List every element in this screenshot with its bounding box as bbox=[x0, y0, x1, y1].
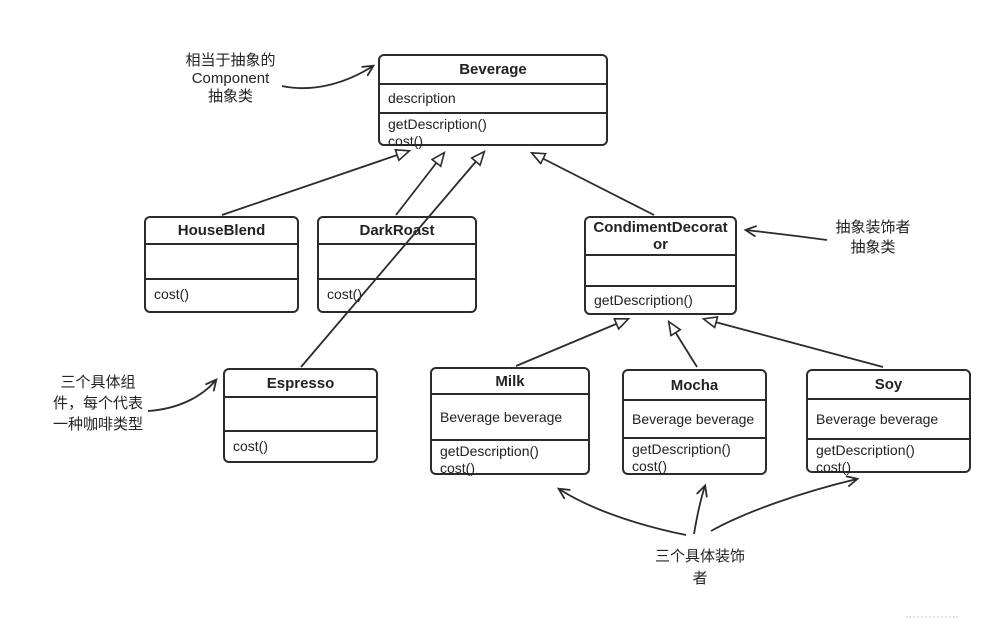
note-arrow-abstract-decorator-condimentdecorator bbox=[743, 225, 828, 241]
class-methods: getDescription() cost() bbox=[432, 439, 588, 477]
note-line: 抽象类 bbox=[850, 239, 896, 256]
class-methods: getDescription() cost() bbox=[380, 112, 606, 150]
method: cost() bbox=[233, 438, 268, 454]
note-arrow-concrete-decorators-milk bbox=[556, 487, 687, 536]
method: cost() bbox=[388, 133, 423, 149]
method: cost() bbox=[632, 458, 667, 474]
class-box-beverage: Beverage description getDescription() co… bbox=[378, 54, 608, 149]
class-box-milk: Milk Beverage beverage getDescription() … bbox=[430, 367, 590, 477]
class-title: CondimentDecorator bbox=[593, 219, 728, 253]
class-attributes: Beverage beverage bbox=[432, 393, 588, 439]
class-box-houseblend: HouseBlend cost() bbox=[144, 216, 299, 313]
method: getDescription() bbox=[594, 292, 693, 308]
class-title: DarkRoast bbox=[359, 222, 435, 239]
inheritance-arrow-houseblend-beverage bbox=[221, 151, 409, 216]
class-attributes: Beverage beverage bbox=[624, 399, 765, 437]
class-methods: getDescription() cost() bbox=[808, 438, 969, 476]
class-box-soy: Soy Beverage beverage getDescription() c… bbox=[806, 369, 971, 476]
method: getDescription() bbox=[816, 442, 915, 458]
note-arrow-concrete-decorators-mocha bbox=[693, 483, 708, 535]
inheritance-arrow-mocha-condimentdecorator bbox=[669, 322, 698, 368]
class-methods: cost() bbox=[319, 278, 475, 311]
method: cost() bbox=[440, 460, 475, 476]
class-attributes: Beverage beverage bbox=[808, 398, 969, 438]
method: getDescription() bbox=[440, 443, 539, 459]
method: cost() bbox=[154, 286, 189, 302]
class-box-condimentdecorator: CondimentDecorator getDescription() bbox=[584, 216, 737, 315]
note-component: 相当于抽象的 Component 抽象类 bbox=[168, 52, 293, 106]
class-box-darkroast: DarkRoast cost() bbox=[317, 216, 477, 313]
class-box-mocha: Mocha Beverage beverage getDescription()… bbox=[622, 369, 767, 475]
note-arrow-concrete-components-espresso bbox=[147, 378, 218, 412]
class-title: Soy bbox=[874, 376, 903, 393]
inheritance-arrow-milk-condimentdecorator bbox=[515, 319, 628, 367]
class-attributes bbox=[225, 396, 376, 430]
note-line: 三个具体装饰 bbox=[654, 548, 745, 565]
method: getDescription() bbox=[632, 441, 731, 457]
note-abstract-decorator: 抽象装饰者 抽象类 bbox=[820, 218, 926, 258]
class-title: Beverage bbox=[459, 61, 527, 78]
method: cost() bbox=[327, 286, 362, 302]
class-methods: cost() bbox=[146, 278, 297, 311]
class-title: Milk bbox=[495, 372, 525, 390]
inheritance-arrow-condimentdecorator-beverage bbox=[532, 153, 655, 216]
class-attributes bbox=[319, 243, 475, 278]
class-attributes bbox=[586, 254, 735, 285]
note-arrow-concrete-decorators-soy bbox=[710, 475, 860, 532]
inheritance-arrow-soy-condimentdecorator bbox=[704, 319, 884, 368]
note-line: 三个具体组 bbox=[60, 374, 136, 391]
class-title: Mocha bbox=[670, 376, 719, 394]
note-arrow-component-beverage bbox=[281, 64, 376, 90]
attribute: Beverage beverage bbox=[440, 408, 563, 425]
class-methods: getDescription() cost() bbox=[624, 437, 765, 475]
attribute: Beverage beverage bbox=[632, 410, 755, 427]
class-methods: cost() bbox=[225, 430, 376, 461]
note-concrete-decorators: 三个具体装饰 者 bbox=[636, 546, 764, 590]
class-attributes: description bbox=[380, 83, 606, 112]
class-methods: getDescription() bbox=[586, 285, 735, 313]
note-line: 相当于抽象的 bbox=[185, 52, 276, 69]
class-box-espresso: Espresso cost() bbox=[223, 368, 378, 463]
note-line: Component bbox=[191, 70, 270, 87]
class-attributes bbox=[146, 243, 297, 278]
inheritance-arrow-darkroast-beverage bbox=[395, 153, 444, 216]
note-line: 抽象类 bbox=[207, 88, 253, 105]
method: getDescription() bbox=[388, 116, 487, 132]
note-line: 者 bbox=[692, 570, 708, 587]
class-title: HouseBlend bbox=[177, 222, 266, 239]
note-line: 一种咖啡类型 bbox=[52, 416, 143, 433]
note-concrete-components: 三个具体组 件，每个代表 一种咖啡类型 bbox=[42, 372, 154, 435]
attribute: Beverage beverage bbox=[816, 410, 939, 427]
attribute: description bbox=[388, 90, 456, 106]
method: cost() bbox=[816, 459, 851, 475]
watermark bbox=[906, 616, 958, 618]
note-line: 件，每个代表 bbox=[52, 395, 143, 412]
class-title: Espresso bbox=[266, 374, 335, 392]
note-line: 抽象装饰者 bbox=[835, 219, 911, 236]
